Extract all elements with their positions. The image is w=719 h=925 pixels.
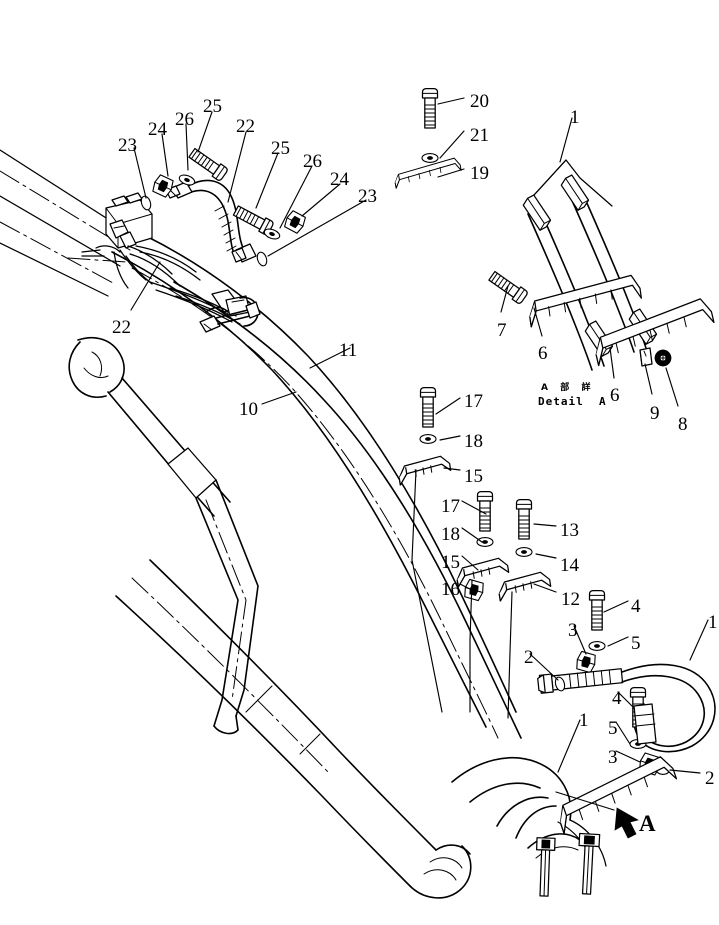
detail-caption-cjk: A 部 詳: [541, 383, 593, 393]
callout-13: 13: [560, 520, 579, 541]
callout-1-upper-right: 1: [570, 107, 580, 128]
callout-14: 14: [560, 555, 579, 576]
callout-19: 19: [470, 163, 489, 184]
callout-11: 11: [339, 340, 358, 361]
callout-21: 21: [470, 125, 489, 146]
callout-1-bottom: 1: [579, 710, 589, 731]
callout-26-left: 26: [175, 109, 194, 130]
leader-lines: [130, 97, 709, 811]
valve-block-assembly: [67, 192, 241, 325]
callout-17-first: 17: [464, 391, 483, 412]
plate-9-nut-8: [639, 347, 672, 367]
clamp-column-group: [396, 386, 553, 719]
boom-clamp-mid: [199, 289, 261, 333]
callout-6-upper: 6: [538, 343, 548, 364]
callout-5-upper: 5: [631, 633, 641, 654]
callout-25-right: 25: [271, 138, 290, 159]
bottom-clamp-bar: [536, 756, 678, 897]
section-arrow-label-a: A: [639, 811, 656, 836]
callout-15-first: 15: [464, 466, 483, 487]
callout-18-second: 18: [441, 524, 460, 545]
detail-caption-latin: Detail A: [538, 395, 607, 408]
callout-25-left: 25: [203, 96, 222, 117]
callout-4-lower: 4: [612, 688, 622, 709]
callout-2-bottom: 2: [705, 768, 715, 789]
callout-3-lower: 3: [608, 747, 618, 768]
callout-8: 8: [678, 414, 688, 435]
callout-5-lower: 5: [608, 718, 618, 739]
callout-24-left: 24: [148, 119, 167, 140]
callout-17-second: 17: [441, 496, 460, 517]
callout-23-left: 23: [118, 135, 137, 156]
hydraulic-hose-22: [165, 179, 257, 263]
callout-22-boom: 22: [112, 317, 131, 338]
lower-right-fitting-group: [537, 589, 716, 776]
callout-9: 9: [650, 403, 660, 424]
hose-1-group-upper: [486, 159, 715, 371]
callout-24-right: 24: [330, 169, 349, 190]
callout-22-hose: 22: [236, 116, 255, 137]
callout-15-second: 15: [441, 552, 460, 573]
fastener-group-top-left: [140, 146, 306, 267]
callout-18-first: 18: [464, 431, 483, 452]
callout-2-upper: 2: [524, 647, 534, 668]
callout-3-upper: 3: [568, 620, 578, 641]
callout-4-upper: 4: [631, 596, 641, 617]
callout-7: 7: [497, 320, 507, 341]
callout-23-right: 23: [358, 186, 377, 207]
callout-20: 20: [470, 91, 489, 112]
boom-outline: [0, 149, 607, 899]
callout-10: 10: [239, 399, 258, 420]
callout-6-lower: 6: [610, 385, 620, 406]
callout-1-right: 1: [708, 612, 718, 633]
callout-26-right: 26: [303, 151, 322, 172]
callout-12: 12: [561, 589, 580, 610]
callout-16: 16: [441, 579, 460, 600]
